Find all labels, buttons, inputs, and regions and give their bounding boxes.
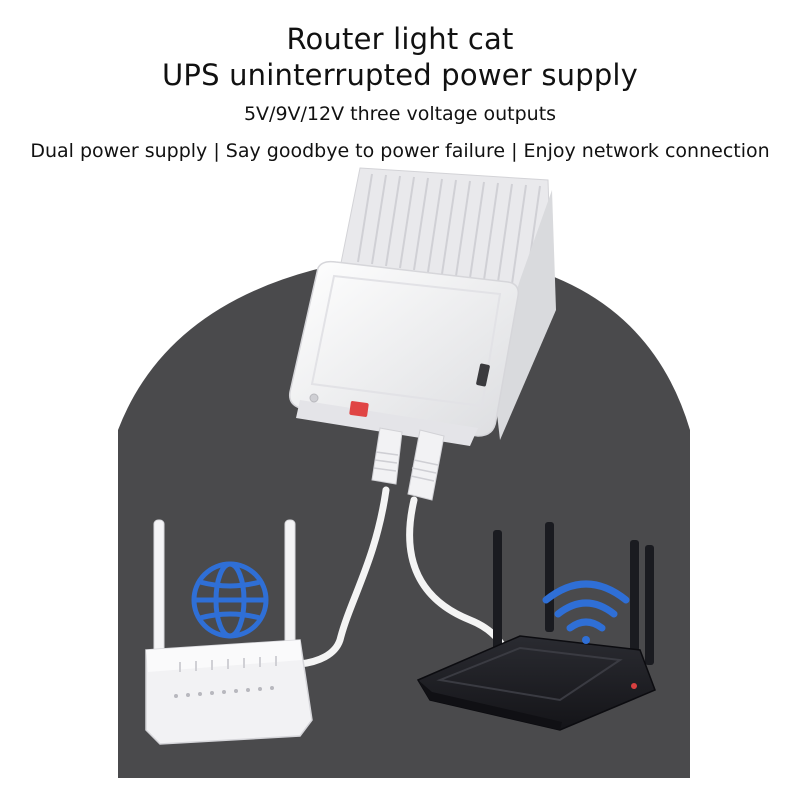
ups-power-button xyxy=(309,393,319,403)
wifi-icon xyxy=(542,580,630,644)
dc-cable-left xyxy=(296,427,403,668)
headline-router-light-cat: Router light cat xyxy=(286,22,514,56)
headline-ups: UPS uninterrupted power supply xyxy=(161,58,639,92)
ups-usb-port xyxy=(349,401,369,417)
globe-icon xyxy=(191,561,269,639)
tagline-dual-power: Dual power supply | Say goodbye to power… xyxy=(30,140,770,162)
ups-device xyxy=(288,167,556,446)
ups-side-port xyxy=(476,363,490,387)
ups-ribs xyxy=(357,173,541,287)
white-router xyxy=(145,519,313,745)
black-router xyxy=(416,522,656,731)
subheadline-voltage-outputs: 5V/9V/12V three voltage outputs xyxy=(243,103,557,125)
